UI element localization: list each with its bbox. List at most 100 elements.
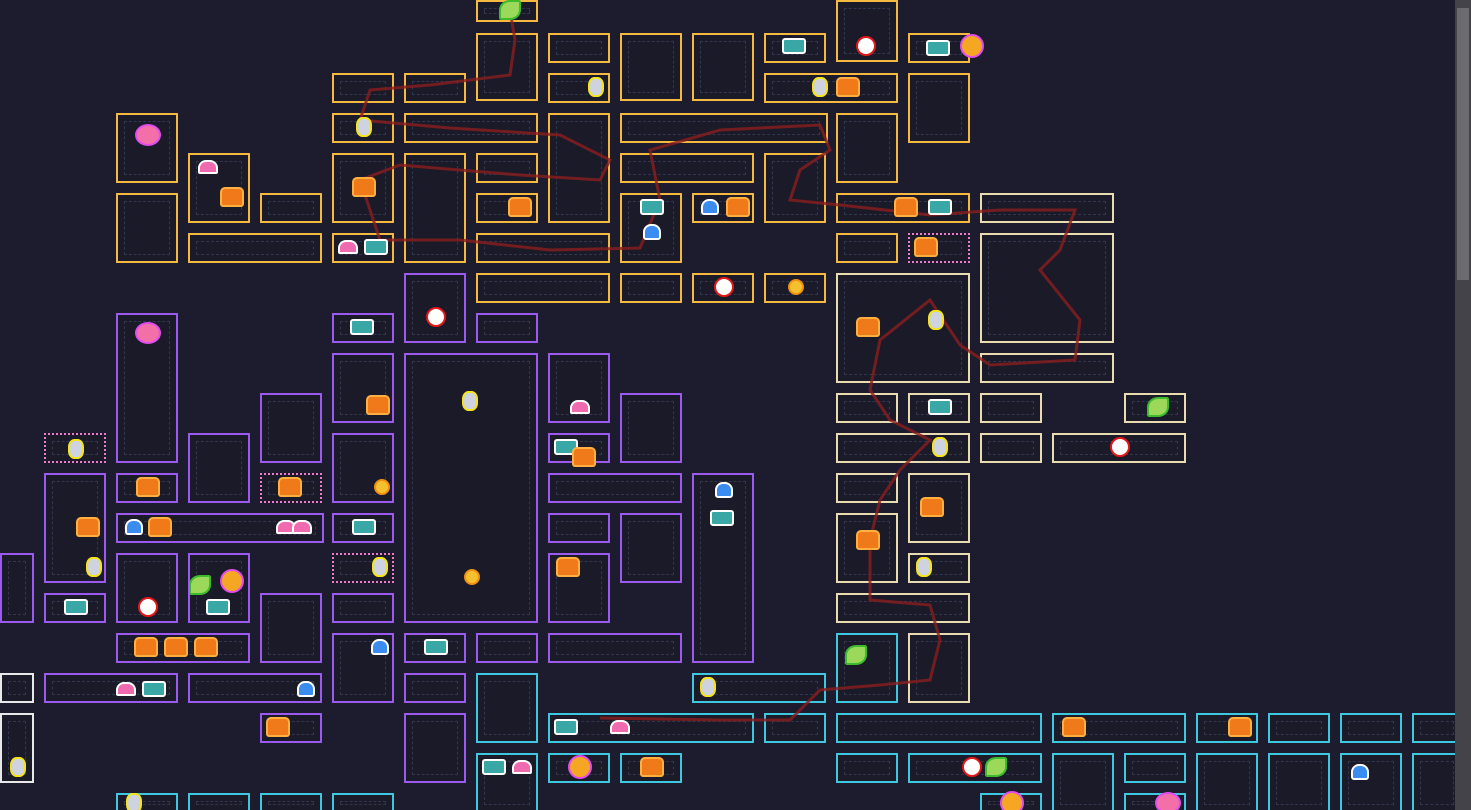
crown-icon[interactable]	[570, 400, 590, 414]
slime-icon[interactable]	[297, 681, 315, 697]
treasure-chest-icon[interactable]	[148, 517, 172, 537]
map-room-purple[interactable]	[548, 473, 682, 503]
map-room-purple[interactable]	[404, 713, 466, 783]
treasure-chest-icon[interactable]	[572, 447, 596, 467]
skull-icon[interactable]	[426, 307, 446, 327]
skull-icon[interactable]	[1110, 437, 1130, 457]
treasure-chest-icon[interactable]	[726, 197, 750, 217]
coin-icon[interactable]	[462, 391, 478, 411]
treasure-chest-icon[interactable]	[836, 77, 860, 97]
map-room-cream[interactable]	[980, 193, 1114, 223]
shirt-icon[interactable]	[928, 399, 952, 415]
treasure-chest-icon[interactable]	[1228, 717, 1252, 737]
map-room-orange[interactable]	[116, 193, 178, 263]
shirt-icon[interactable]	[64, 599, 88, 615]
map-room-orange[interactable]	[548, 33, 610, 63]
map-room-orange[interactable]	[620, 113, 828, 143]
key-icon[interactable]	[788, 279, 804, 295]
map-room-cyan[interactable]	[764, 713, 826, 743]
coin-icon[interactable]	[68, 439, 84, 459]
brain-icon[interactable]	[960, 34, 984, 58]
map-room-orange[interactable]	[404, 113, 538, 143]
heart-icon[interactable]	[135, 124, 161, 146]
map-room-cyan[interactable]	[1196, 753, 1258, 810]
map-room-cyan[interactable]	[332, 793, 394, 810]
slime-icon[interactable]	[1351, 764, 1369, 780]
map-room-orange[interactable]	[404, 73, 466, 103]
map-room-orange[interactable]	[836, 233, 898, 263]
crown-icon[interactable]	[512, 760, 532, 774]
coin-icon[interactable]	[932, 437, 948, 457]
map-room-cream[interactable]	[836, 393, 898, 423]
treasure-chest-icon[interactable]	[194, 637, 218, 657]
map-room-cyan[interactable]	[1412, 713, 1455, 743]
coin-icon[interactable]	[812, 77, 828, 97]
coin-icon[interactable]	[588, 77, 604, 97]
coin-icon[interactable]	[916, 557, 932, 577]
map-room-purple[interactable]	[548, 513, 610, 543]
treasure-chest-icon[interactable]	[556, 557, 580, 577]
feather-icon[interactable]	[985, 757, 1007, 777]
coin-icon[interactable]	[356, 117, 372, 137]
map-room-cyan[interactable]	[476, 673, 538, 743]
map-room-cyan[interactable]	[1340, 713, 1402, 743]
slime-icon[interactable]	[715, 482, 733, 498]
slime-icon[interactable]	[125, 519, 143, 535]
crown-icon[interactable]	[338, 240, 358, 254]
map-room-purple[interactable]	[476, 313, 538, 343]
shirt-icon[interactable]	[928, 199, 952, 215]
coin-icon[interactable]	[10, 757, 26, 777]
map-room-orange[interactable]	[404, 153, 466, 263]
map-room-purple[interactable]	[260, 593, 322, 663]
brain-icon[interactable]	[1000, 791, 1024, 810]
map-room-cyan[interactable]	[548, 713, 754, 743]
treasure-chest-icon[interactable]	[920, 497, 944, 517]
key-icon[interactable]	[464, 569, 480, 585]
map-room-orange[interactable]	[764, 153, 826, 223]
heart-icon[interactable]	[135, 322, 161, 344]
treasure-chest-icon[interactable]	[1062, 717, 1086, 737]
slime-icon[interactable]	[643, 224, 661, 240]
feather-icon[interactable]	[189, 575, 211, 595]
map-room-purple[interactable]	[260, 393, 322, 463]
shirt-icon[interactable]	[364, 239, 388, 255]
map-room-orange[interactable]	[764, 73, 898, 103]
map-room-purple[interactable]	[476, 633, 538, 663]
shirt-icon[interactable]	[424, 639, 448, 655]
map-room-purple[interactable]	[332, 593, 394, 623]
key-icon[interactable]	[374, 479, 390, 495]
map-room-orange[interactable]	[836, 113, 898, 183]
skull-icon[interactable]	[714, 277, 734, 297]
map-room-cream[interactable]	[908, 633, 970, 703]
map-room-cream[interactable]	[980, 353, 1114, 383]
map-room-orange[interactable]	[548, 113, 610, 223]
heart-icon[interactable]	[1155, 792, 1181, 810]
map-room-purple[interactable]	[0, 553, 34, 623]
map-room-orange[interactable]	[116, 113, 178, 183]
map-room-purple[interactable]	[548, 633, 682, 663]
treasure-chest-icon[interactable]	[914, 237, 938, 257]
brain-icon[interactable]	[568, 755, 592, 779]
feather-icon[interactable]	[1147, 397, 1169, 417]
treasure-chest-icon[interactable]	[640, 757, 664, 777]
skull-icon[interactable]	[962, 757, 982, 777]
map-room-purple[interactable]	[620, 513, 682, 583]
treasure-chest-icon[interactable]	[76, 517, 100, 537]
map-room-cyan[interactable]	[836, 753, 898, 783]
map-room-orange[interactable]	[476, 273, 610, 303]
map-room-cream[interactable]	[980, 433, 1042, 463]
skull-icon[interactable]	[856, 36, 876, 56]
map-room-orange[interactable]	[476, 153, 538, 183]
shirt-icon[interactable]	[554, 719, 578, 735]
coin-icon[interactable]	[700, 677, 716, 697]
shirt-icon[interactable]	[710, 510, 734, 526]
slime-icon[interactable]	[701, 199, 719, 215]
brain-icon[interactable]	[220, 569, 244, 593]
shirt-icon[interactable]	[926, 40, 950, 56]
shirt-icon[interactable]	[640, 199, 664, 215]
map-room-cyan[interactable]	[1412, 753, 1455, 810]
crown-icon[interactable]	[610, 720, 630, 734]
map-room-cyan[interactable]	[836, 713, 1042, 743]
map-room-orange[interactable]	[332, 73, 394, 103]
